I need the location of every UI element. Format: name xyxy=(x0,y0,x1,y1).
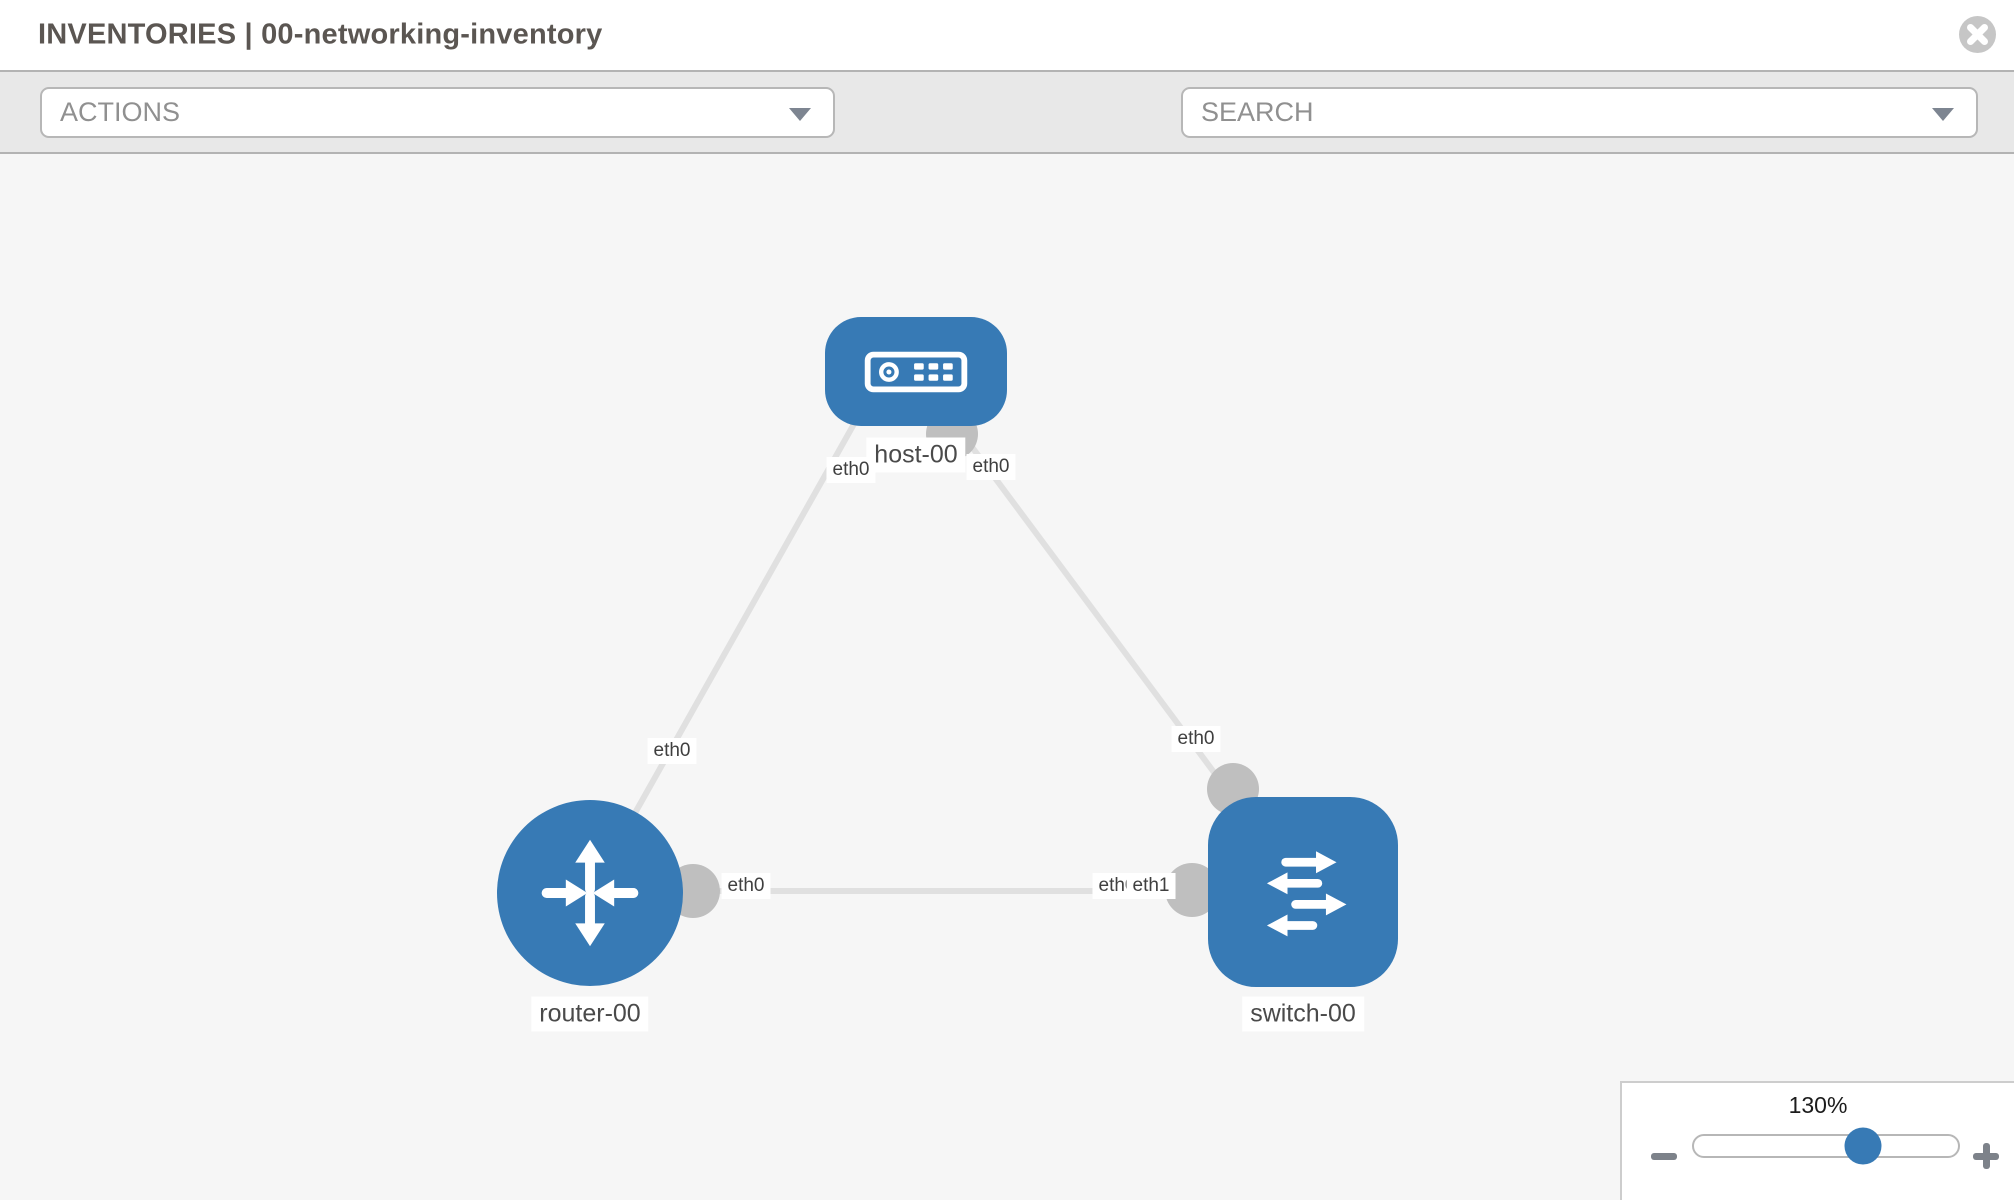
node-host-00[interactable] xyxy=(825,317,1007,426)
actions-dropdown[interactable]: ACTIONS xyxy=(40,87,835,138)
zoom-panel: 130% xyxy=(1620,1081,2014,1200)
zoom-slider-thumb[interactable] xyxy=(1844,1127,1882,1165)
node-router-00[interactable] xyxy=(497,800,683,986)
zoom-in-button[interactable] xyxy=(1973,1143,1999,1169)
node-label-router: router-00 xyxy=(531,996,649,1032)
actions-dropdown-label: ACTIONS xyxy=(60,97,181,127)
node-label-switch: switch-00 xyxy=(1242,996,1364,1032)
zoom-out-button[interactable] xyxy=(1651,1143,1677,1169)
node-switch-00[interactable] xyxy=(1208,797,1398,987)
close-button[interactable] xyxy=(1959,16,1996,53)
links-layer xyxy=(587,358,1306,918)
close-icon xyxy=(1959,16,1996,53)
interface-label-router-lan: eth0 xyxy=(721,873,771,899)
interface-label-switch-lan-over: eth1 xyxy=(1126,873,1176,899)
page-title: INVENTORIES | 00-networking-inventory xyxy=(38,18,603,51)
interface-circle-switch-lan xyxy=(1165,863,1219,917)
router-icon xyxy=(541,839,639,947)
interface-label-host-left: eth0 xyxy=(826,457,876,483)
chevron-down-icon xyxy=(789,107,811,121)
zoom-level-value: 130% xyxy=(1788,1092,1848,1118)
toolbar: ACTIONS SEARCH xyxy=(0,70,2014,203)
interface-label-host-right: eth0 xyxy=(966,454,1016,480)
zoom-slider[interactable] xyxy=(1692,1127,1960,1165)
node-label-host: host-00 xyxy=(866,437,966,473)
interface-label-switch-uplink: eth0 xyxy=(1171,726,1221,752)
switch-icon xyxy=(1266,851,1347,937)
search-placeholder: SEARCH xyxy=(1201,97,1314,127)
host-icon xyxy=(864,351,968,392)
chevron-down-icon xyxy=(1932,107,1954,121)
topology-canvas[interactable]: host-00 router-00 switch-00 eth0 eth0 et… xyxy=(0,154,2014,1200)
interface-label-router-uplink: eth0 xyxy=(647,738,697,764)
search-dropdown[interactable]: SEARCH xyxy=(1181,87,1978,138)
link-router-host[interactable] xyxy=(587,358,893,895)
header: INVENTORIES | 00-networking-inventory xyxy=(0,0,2014,70)
